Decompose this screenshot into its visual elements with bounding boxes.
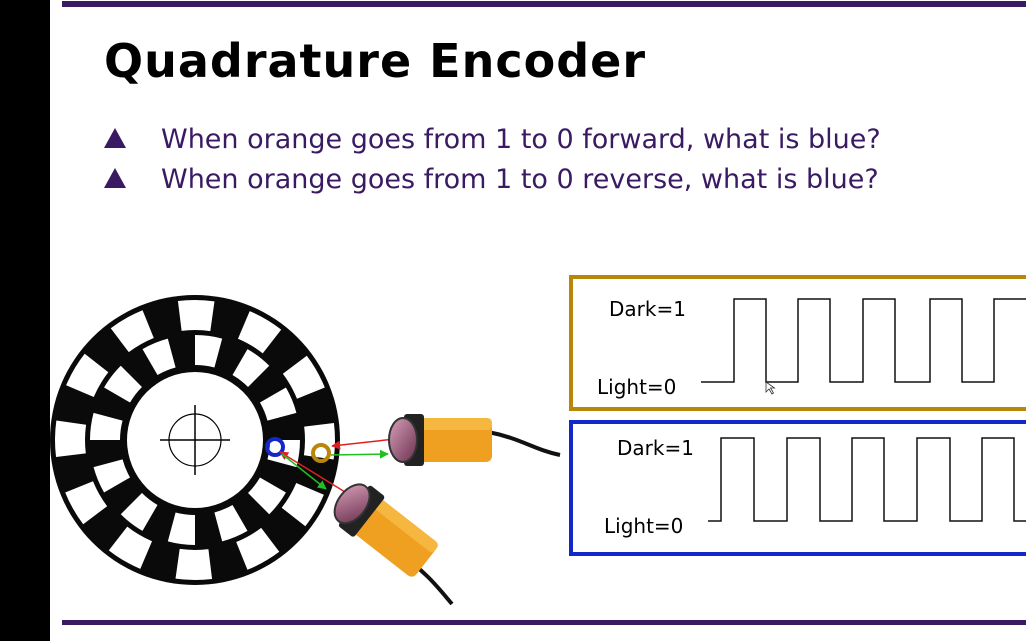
triangle-up-icon [104, 168, 126, 188]
inner-windows [90, 335, 300, 545]
outer-window [54, 420, 87, 458]
inner-window [259, 387, 297, 421]
inner-window [142, 338, 176, 376]
inner-window [214, 504, 248, 542]
outer-window [108, 526, 153, 569]
bullet-text: When orange goes from 1 to 0 forward, wh… [161, 124, 881, 155]
outer-window [281, 482, 324, 527]
orange-waveform-panel [569, 275, 1026, 411]
outer-window [282, 355, 325, 399]
orange-low-label: Light=0 [597, 375, 677, 399]
blue-square-wave [708, 437, 1026, 522]
outer-window [237, 311, 282, 354]
inner-window [90, 412, 123, 440]
outer-window [65, 481, 108, 525]
red-arrow-upper [331, 438, 396, 450]
outer-window [175, 548, 213, 580]
outer-window [236, 527, 280, 570]
slide-title: Quadrature Encoder [104, 34, 647, 88]
inner-window [120, 493, 158, 531]
orange-square-wave [701, 298, 1026, 383]
blue-high-label: Dark=1 [617, 436, 694, 460]
blue-waveform-panel [569, 420, 1026, 556]
orange-high-label: Dark=1 [609, 297, 686, 321]
red-arrow-lower [279, 451, 346, 493]
blue-sensor-spot [265, 437, 285, 457]
outer-window [110, 310, 154, 353]
outer-window [177, 300, 215, 332]
lower-photo-sensor [333, 483, 454, 606]
outer-window [66, 353, 109, 398]
bullet-text: When orange goes from 1 to 0 reverse, wh… [161, 164, 879, 195]
top-rule [62, 1, 1026, 7]
inner-window [195, 335, 223, 368]
mouse-cursor-icon [765, 381, 776, 395]
left-black-bar [0, 0, 50, 641]
green-arrow-upper [330, 449, 389, 459]
outer-windows [54, 300, 335, 580]
blue-low-label: Light=0 [604, 514, 684, 538]
inner-window [248, 477, 286, 515]
orange-sensor-spot [311, 443, 331, 463]
triangle-up-icon [104, 128, 126, 148]
green-arrow-lower [281, 453, 327, 490]
upper-photo-sensor [388, 414, 561, 466]
inner-window [167, 512, 195, 545]
inner-window [104, 365, 142, 403]
encoder-disc [50, 295, 340, 585]
inner-window [232, 349, 270, 387]
bottom-rule [62, 620, 1026, 625]
crosshair-icon [160, 405, 230, 475]
inner-window [93, 459, 131, 493]
